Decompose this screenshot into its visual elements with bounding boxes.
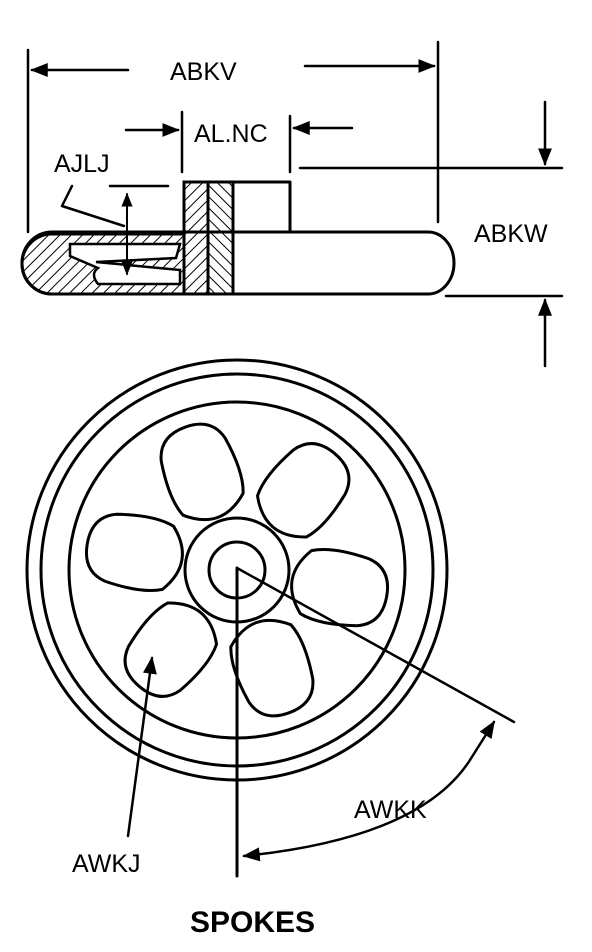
- hub-section-right: [206, 180, 235, 296]
- awkj-leader: [126, 656, 157, 838]
- label-alnc: AL.NC: [194, 120, 268, 148]
- label-ajlj: AJLJ: [54, 150, 110, 178]
- label-abkw: ABKW: [474, 220, 548, 248]
- ajlj-leader: [60, 184, 126, 228]
- spoke-centerline-angled: [235, 566, 516, 724]
- hub-section-left: [182, 180, 210, 296]
- side-section-view: [20, 40, 564, 368]
- label-awkk: AWKK: [354, 796, 427, 824]
- awkk-arrow-head: [468, 720, 496, 762]
- label-spokes: SPOKES: [190, 906, 315, 939]
- spoke-window: [159, 422, 245, 522]
- front-view: [25, 358, 516, 878]
- rim-section-void: [68, 242, 182, 286]
- awkk-angle-arc: [242, 758, 472, 862]
- spoke-window: [93, 575, 247, 724]
- label-awkj: AWKJ: [72, 850, 141, 878]
- hub-boss: [231, 180, 292, 234]
- spoke-window: [227, 416, 381, 565]
- label-abkv: ABKV: [170, 58, 237, 86]
- spoke-window-group: [57, 416, 417, 727]
